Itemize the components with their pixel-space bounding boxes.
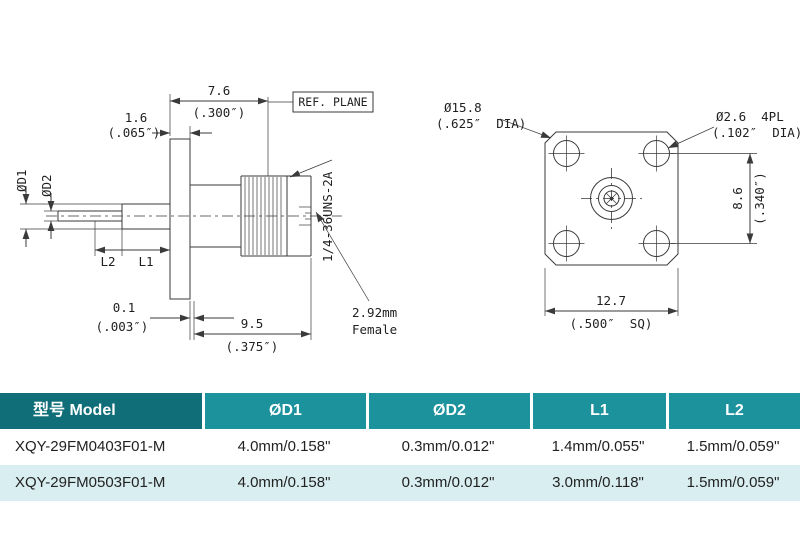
dim-7-6: 7.6 (.300″) xyxy=(169,83,269,176)
dim-l1-l2: L2 L1 xyxy=(94,221,170,269)
dim-0-1: 0.1 (.003″) xyxy=(96,300,234,340)
dim-l2-label: L2 xyxy=(100,254,115,269)
l2-cell: 1.5mm/0.059" xyxy=(686,438,780,455)
mounting-hole-tl xyxy=(548,135,585,172)
dim-d1-label: ØD1 xyxy=(14,169,29,192)
dim-0-1-value: 0.1 xyxy=(113,300,136,315)
female-callout-line2: Female xyxy=(352,322,397,337)
table-row: XQY-29FM0503F01-M 4.0mm/0.158" 0.3mm/0.0… xyxy=(0,465,800,501)
female-callout-line1: 2.92mm xyxy=(352,305,397,320)
d1-cell: 4.0mm/0.158" xyxy=(237,474,331,491)
dim-d2-label: ØD2 xyxy=(39,174,54,197)
header-model: 型号 Model xyxy=(0,393,202,429)
l1-cell: 1.4mm/0.055" xyxy=(551,438,645,455)
callout-dia-2-6: Ø2.6 4PL (.102″ DIA) xyxy=(667,109,800,149)
ref-plane-label: REF. PLANE xyxy=(298,95,367,109)
dim-d1: ØD1 xyxy=(14,169,122,247)
dim-1-6-value: 1.6 xyxy=(125,110,148,125)
technical-drawing: 7.6 (.300″) REF. PLANE 1.6 (.065″) xyxy=(14,83,800,354)
connector-body xyxy=(190,184,241,248)
mounting-hole-bl xyxy=(548,225,585,262)
ref-plane-callout: REF. PLANE xyxy=(268,91,374,113)
header-l1: L1 xyxy=(530,393,666,429)
dim-12-7-inch: (.500″ SQ) xyxy=(570,316,653,331)
dia-15-8-value: Ø15.8 xyxy=(444,100,482,115)
connector-drawing-svg: 7.6 (.300″) REF. PLANE 1.6 (.065″) xyxy=(14,83,800,354)
center-pin xyxy=(57,210,122,222)
dim-7-6-value: 7.6 xyxy=(208,83,231,98)
table-row: XQY-29FM0403F01-M 4.0mm/0.158" 0.3mm/0.0… xyxy=(0,429,800,465)
dim-l1-label: L1 xyxy=(138,254,153,269)
d2-cell: 0.3mm/0.012" xyxy=(401,474,495,491)
header-d1: ØD1 xyxy=(202,393,366,429)
callout-dia-15-8: Ø15.8 (.625″ DIA) xyxy=(436,100,552,139)
dim-9-5-value: 9.5 xyxy=(241,316,264,331)
dim-8-6-inch: (.340″) xyxy=(752,172,767,225)
l1-cell: 3.0mm/0.118" xyxy=(552,474,644,491)
dim-1-6: 1.6 (.065″) xyxy=(108,110,212,140)
mounting-hole-tr xyxy=(638,135,675,172)
flange-outline xyxy=(544,131,679,266)
dim-9-5-inch: (.375″) xyxy=(226,339,279,354)
dim-12-7-value: 12.7 xyxy=(596,293,626,308)
dia-15-8-inch: (.625″ DIA) xyxy=(436,116,526,131)
model-cell: XQY-29FM0503F01-M xyxy=(15,474,166,491)
dim-8-6: 8.6 (.340″) xyxy=(671,153,767,244)
spec-table: 型号 Model ØD1 ØD2 L1 L2 XQY-29FM0403F01-M… xyxy=(0,393,800,501)
dim-7-6-inch: (.300″) xyxy=(193,105,246,120)
l2-cell: 1.5mm/0.059" xyxy=(686,474,780,491)
dia-2-6-value: Ø2.6 4PL xyxy=(716,109,784,124)
dim-8-6-value: 8.6 xyxy=(730,187,745,210)
dia-2-6-inch: (.102″ DIA) xyxy=(712,125,800,140)
d1-cell: 4.0mm/0.158" xyxy=(237,438,331,455)
front-section xyxy=(121,203,170,230)
dim-9-5: 9.5 (.375″) xyxy=(194,258,312,354)
thread-spec-label: 1/4-36UNS-2A xyxy=(320,171,335,262)
thread-spec: 1/4-36UNS-2A xyxy=(289,159,335,262)
front-view: Ø15.8 (.625″ DIA) Ø2.6 4PL (.102″ DIA) 8… xyxy=(436,100,800,331)
d2-cell: 0.3mm/0.012" xyxy=(401,438,495,455)
side-view: 7.6 (.300″) REF. PLANE 1.6 (.065″) xyxy=(14,83,397,354)
flange xyxy=(169,138,191,300)
dim-0-1-inch: (.003″) xyxy=(96,319,149,334)
center-interface xyxy=(590,177,633,220)
mounting-hole-br xyxy=(638,225,675,262)
dim-1-6-inch: (.065″) xyxy=(108,125,161,140)
dim-d2: ØD2 xyxy=(39,174,58,239)
header-d2: ØD2 xyxy=(366,393,530,429)
dim-12-7: 12.7 (.500″ SQ) xyxy=(544,268,679,331)
table-header-row: 型号 Model ØD1 ØD2 L1 L2 xyxy=(0,393,800,429)
header-l2: L2 xyxy=(666,393,800,429)
threaded-section xyxy=(240,175,288,257)
model-cell: XQY-29FM0403F01-M xyxy=(15,438,166,455)
female-callout: 2.92mm Female xyxy=(315,211,397,337)
